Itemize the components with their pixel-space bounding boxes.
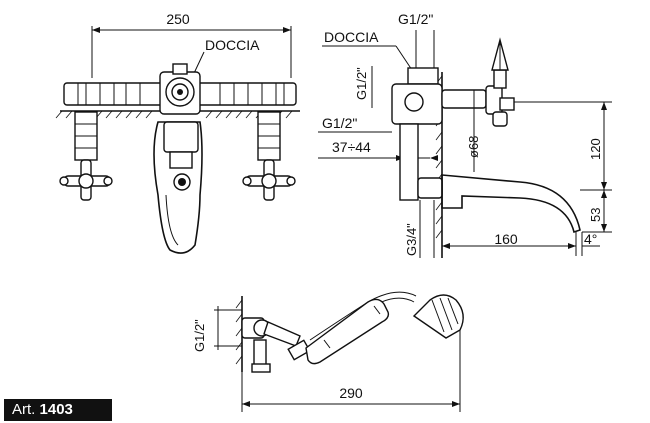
front-doccia-label: DOCCIA	[205, 37, 260, 53]
side-thread-bottom: G3/4"	[404, 223, 419, 256]
hand-shower-view: G1/2" 290	[192, 291, 464, 412]
side-view: DOCCIA G1/2" G1/2" G1/2" 37÷44	[318, 11, 612, 258]
side-thread-left: G1/2"	[354, 67, 369, 100]
side-thread-top: G1/2"	[398, 11, 433, 27]
side-height: 120	[588, 138, 603, 160]
article-label: Art. 1403	[4, 399, 112, 421]
side-doccia-label: DOCCIA	[324, 29, 379, 45]
side-offset: 4°	[584, 231, 597, 247]
article-number: 1403	[39, 401, 73, 418]
side-thread-mid: G1/2"	[322, 115, 357, 131]
hand-shower-thread: G1/2"	[192, 319, 207, 352]
article-prefix: Art.	[12, 401, 36, 418]
side-reach: 160	[494, 231, 518, 247]
front-view: 250 DOCCIA	[55, 11, 300, 254]
side-diameter: ø68	[466, 136, 481, 158]
side-range: 37÷44	[332, 139, 371, 155]
front-width-dim: 250	[166, 11, 190, 27]
side-spout-height: 53	[588, 208, 603, 222]
hand-shower-length: 290	[339, 385, 363, 401]
